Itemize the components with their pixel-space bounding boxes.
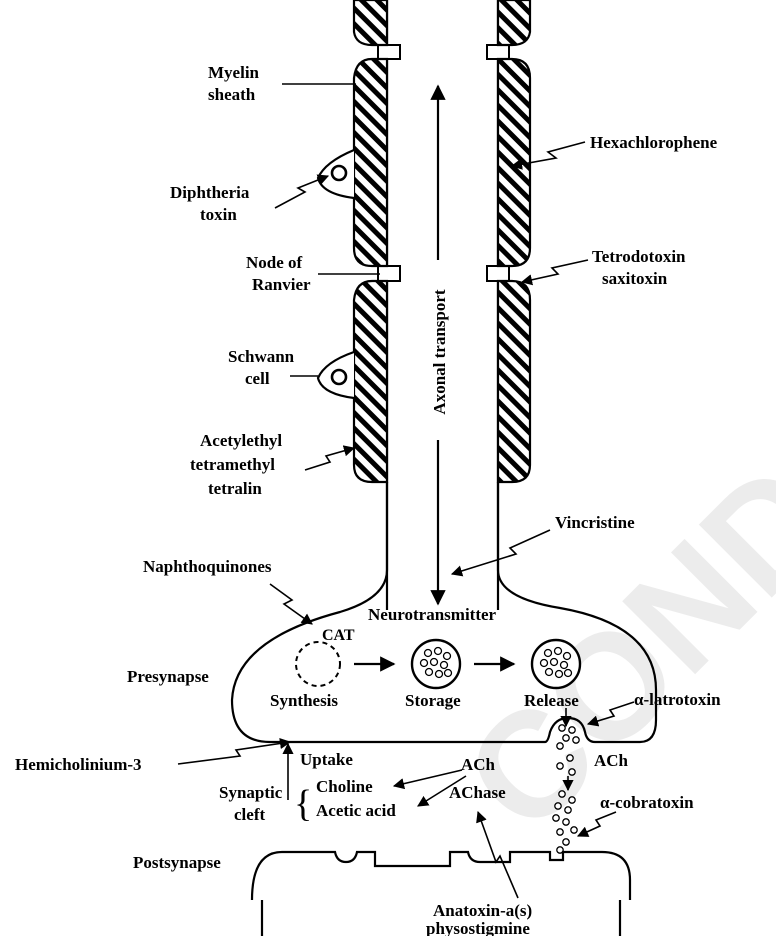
brace: { — [294, 783, 312, 825]
axonal-transport-arrow: Axonal transport — [430, 86, 449, 604]
latrotoxin-label: α-latrotoxin — [634, 690, 721, 709]
presynapse-label: Presynapse — [127, 667, 209, 686]
postsynapse-label: Postsynapse — [133, 853, 221, 872]
node-label-2: Ranvier — [252, 275, 311, 294]
tetrodotoxin-label-1: Tetrodotoxin — [592, 247, 686, 266]
node-label-1: Node of — [246, 253, 303, 272]
anatoxin-label-1: Anatoxin-a(s) — [433, 901, 532, 920]
myelin-label-1: Myelin — [208, 63, 260, 82]
tetrodotoxin-label-2: saxitoxin — [602, 269, 668, 288]
sheath-right-mid — [498, 59, 530, 266]
choline-label: Choline — [316, 777, 373, 796]
anatoxin-label-2: physostigmine — [426, 919, 530, 936]
synthesis-vesicle — [296, 642, 340, 686]
cat-label: CAT — [322, 627, 355, 644]
cobratoxin-label: α-cobratoxin — [600, 793, 694, 812]
acetylethyl-label-2: tetramethyl — [190, 455, 275, 474]
acetylethyl-label-1: Acetylethyl — [200, 431, 282, 450]
uptake-label: Uptake — [300, 750, 353, 769]
sheath-left-top — [354, 0, 387, 45]
sheath-left-low — [354, 281, 387, 482]
synaptic-label-1: Synaptic — [219, 783, 283, 802]
ach-release-label: ACh — [594, 751, 629, 770]
schwann-label-2: cell — [245, 369, 270, 388]
sheath-right-low — [498, 281, 530, 482]
ach-top-label: ACh — [461, 755, 496, 774]
release-vesicle — [532, 640, 580, 688]
naphthoquinones-label: Naphthoquinones — [143, 557, 272, 576]
acetic-acid-label: Acetic acid — [316, 801, 396, 820]
schwann-nucleus-top — [332, 166, 346, 180]
diphtheria-label-1: Diphtheria — [170, 183, 250, 202]
neurotransmitter-label: Neurotransmitter — [368, 605, 497, 624]
sheath-left-mid — [354, 59, 387, 266]
diphtheria-label-2: toxin — [200, 205, 237, 224]
achase-label: AChase — [449, 783, 506, 802]
hexachlorophene-label: Hexachlorophene — [590, 133, 718, 152]
synaptic-label-2: cleft — [234, 805, 265, 824]
myelin-label-2: sheath — [208, 85, 256, 104]
postsynaptic-membrane — [252, 852, 630, 900]
hemicholinium-label: Hemicholinium-3 — [15, 755, 142, 774]
synthesis-label: Synthesis — [270, 691, 338, 710]
storage-label: Storage — [405, 691, 461, 710]
release-label: Release — [524, 691, 579, 710]
sheath-right-top — [498, 0, 530, 45]
storage-vesicle — [412, 640, 460, 688]
acetylethyl-label-3: tetralin — [208, 479, 262, 498]
myelin-sheaths — [318, 0, 530, 482]
schwann-nucleus-low — [332, 370, 346, 384]
schwann-label-1: Schwann — [228, 347, 295, 366]
axonal-transport-label: Axonal transport — [430, 289, 449, 414]
vincristine-label: Vincristine — [555, 513, 635, 532]
